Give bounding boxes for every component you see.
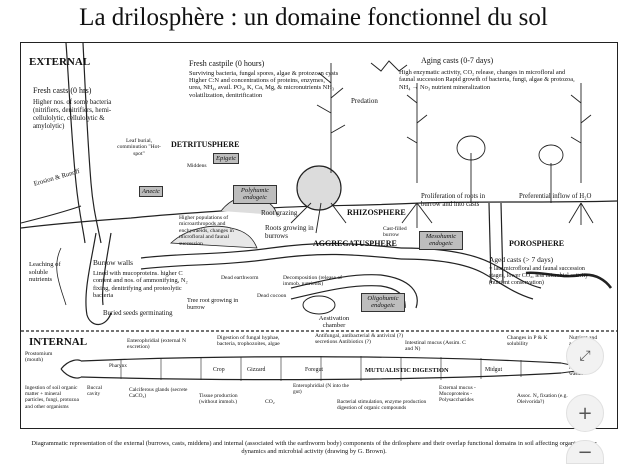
dead-earthworm-label: Dead earthworm	[221, 275, 259, 281]
root-grazing-label: Root grazing	[261, 209, 298, 217]
aggregatusphere-label: AGGREGATUSPHERE	[313, 239, 397, 248]
oligohumic-box: Oligohumic endogeic	[361, 293, 405, 312]
prostomium-label: Prostomium (mouth)	[25, 351, 53, 364]
ingestion-label: Ingestion of soil organic matter + miner…	[25, 385, 79, 410]
external-label: EXTERNAL	[29, 56, 91, 68]
internal-label: INTERNAL	[29, 336, 88, 348]
porosphere-label: POROSPHERE	[509, 239, 565, 248]
expand-icon: ⤢	[579, 348, 591, 364]
anecic-box: Anecic	[139, 186, 163, 198]
zoom-in-button[interactable]: +	[566, 394, 604, 432]
foregut-label: Foregut	[305, 367, 324, 373]
middens-label: Middens	[187, 163, 207, 169]
buccal-label: Buccal cavity	[87, 385, 102, 398]
tissue-label: Tissue production (without immob.)	[199, 393, 238, 406]
plants	[290, 63, 594, 234]
proliferation-label: Proliferation of roots in burrow and int…	[421, 193, 485, 208]
crop-label: Crop	[213, 367, 225, 373]
tree-root-label: Tree root growing in burrow	[187, 297, 239, 311]
intestinal-mucus-label: Intestinal mucus (Assim. C and N)	[405, 340, 466, 353]
fresh-castpile-title: Fresh castpile (0 hours)	[189, 59, 265, 68]
gizzard-label: Gizzard	[247, 367, 266, 373]
preferential-inflow-label: Preferential inflow of H₂O	[519, 193, 592, 200]
enterophridial-label: Enterophridial (external N excretion)	[127, 338, 187, 351]
figure-caption: Diagrammatic representation of the exter…	[31, 440, 597, 455]
fullscreen-button[interactable]: ⤢	[566, 337, 604, 375]
fresh-castpile-text: Surviving bacteria, fungal spores, algae…	[189, 70, 339, 99]
fresh-casts-title: Fresh casts (0 hrs)	[33, 86, 92, 95]
aged-casts-title: Aged casts (> 7 days)	[489, 255, 554, 264]
co2-label: CO₂	[265, 399, 275, 405]
pharynx-label: Pharynx	[109, 363, 127, 369]
midgut-label: Midgut	[485, 367, 503, 373]
aging-casts-title: Aging casts (0-7 days)	[421, 56, 494, 65]
epigeic-box: Epigeic	[213, 153, 240, 165]
diagram-frame: EXTERNAL INTERNAL Fresh casts (0 hrs) Hi…	[20, 42, 618, 429]
n-fixation-label: Assoc. N₂ fixation (e.g. Oleivorida?)	[517, 393, 568, 406]
bacterial-stim-label: Bacterial stimulation, enzyme production…	[337, 399, 427, 412]
worm-segments	[120, 356, 522, 381]
calciferous-label: Calciferous glands (secrete CaCO₃)	[129, 387, 188, 400]
mesohumic-box: Mesohumic endogeic	[419, 231, 463, 250]
roots-growing-label: Roots growing in burrows	[265, 224, 314, 240]
detritusphere-label: DETRITUSPHERE	[171, 140, 240, 149]
digestion-label: Digestion of fungal hyphae, bacteria, tr…	[217, 335, 280, 348]
burrow-walls-title: Burrow walls	[93, 258, 134, 267]
fresh-casts-text: Higher nos. of some bacteria (nitrifiers…	[33, 99, 112, 130]
buried-seeds-label: Buried seeds germinating	[103, 310, 173, 317]
predation-label: Predation	[351, 97, 378, 105]
rhizosphere-label: RHIZOSPHERE	[347, 208, 406, 217]
minus-icon: −	[577, 441, 593, 463]
aged-casts-text: = late microfloral and faunal succession…	[489, 266, 589, 286]
higher-populations-label: Higher populations of microarthropods an…	[179, 215, 234, 247]
enterophridial2-label: Enterophridial (N into the gut)	[293, 383, 349, 396]
cast-filled-label: Cast-filled burrow	[383, 226, 407, 239]
zoom-out-button[interactable]: −	[566, 440, 604, 464]
polyhumic-box: Polyhumic endogeic	[233, 185, 277, 204]
leaf-burial-label: Leaf burial, comminution "Hot-spot"	[117, 138, 161, 157]
aging-casts-text: High enzymatic activity, CO₂ release, ch…	[399, 69, 575, 91]
page-title: La drilosphère : un domaine fonctionnel …	[79, 4, 548, 31]
decomposition-label: Decomposition (release of immob. nutrien…	[283, 275, 343, 288]
antifungal-label: Antifungal, antibacterial & antiviral (?…	[315, 333, 404, 346]
leaching-label: Leaching of soluble nutrients	[29, 261, 61, 284]
external-mucus-label: External mucus - Mucoproteins - Polysacc…	[439, 385, 476, 404]
dead-cocoon-label: Dead cocoon	[257, 293, 287, 299]
aestivation-label: Aestivation chamber	[318, 315, 350, 330]
soil-surface	[21, 200, 617, 229]
plus-icon: +	[577, 402, 593, 424]
changes-p-label: Changes in P & K solubility	[507, 335, 548, 348]
burrow-walls-text: Lined with mucoproteins. higher C conten…	[93, 270, 188, 300]
mutualistic-label: MUTUALISTIC DIGESTION	[365, 367, 449, 374]
